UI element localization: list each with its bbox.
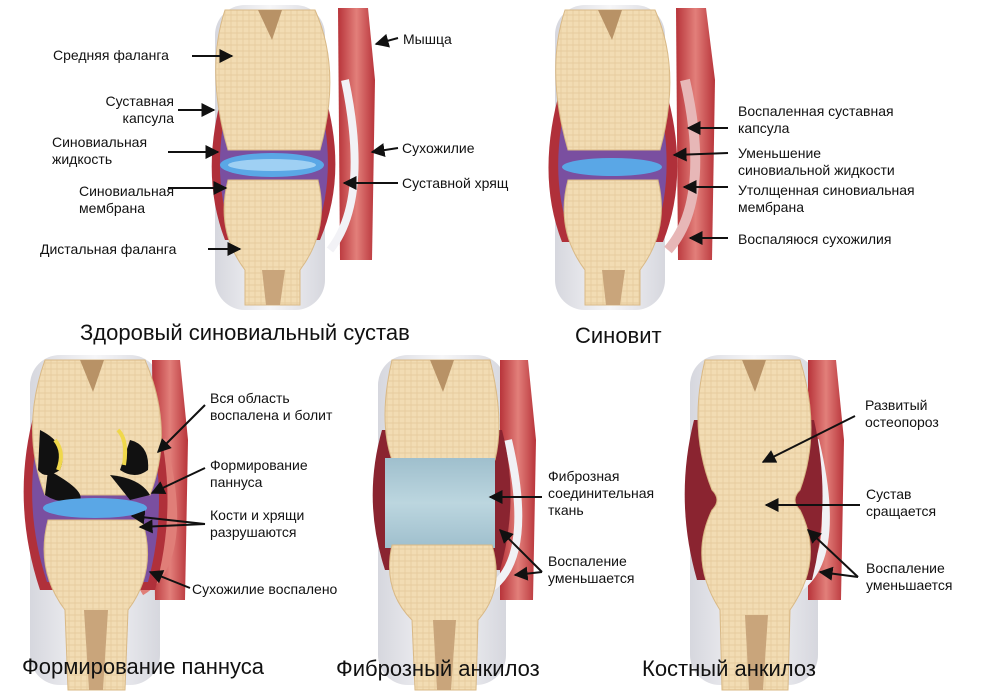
leader-arrows	[130, 33, 860, 589]
label-inflammation-decreasing-fibrous: Воспаление уменьшается	[548, 553, 635, 586]
label-fibrous-tissue: Фиброзная соединительная ткань	[548, 468, 655, 518]
label-joint-capsule: Суставная капсула	[105, 93, 174, 126]
caption-healthy: Здоровый синовиальный сустав	[80, 320, 410, 345]
label-reduced-fluid: Уменьшение синовиальной жидкости	[738, 145, 895, 178]
label-muscle: Мышца	[403, 31, 452, 47]
caption-pannus: Формирование паннуса	[22, 654, 264, 679]
caption-fibrous: Фиброзный анкилоз	[336, 656, 540, 681]
synovitis-joint-figure	[548, 5, 715, 310]
healthy-joint-figure	[211, 5, 375, 310]
label-inflammation-decreasing-bony: Воспаление уменьшается	[866, 560, 953, 593]
label-cartilage: Суставной хрящ	[402, 175, 509, 191]
label-distal-phalanx: Дистальная фаланга	[40, 241, 177, 257]
label-inflamed-capsule: Воспаленная суставная капсула	[738, 103, 894, 136]
caption-synovitis: Синовит	[575, 323, 662, 348]
label-synovial-membrane: Синовиальная мембрана	[79, 183, 175, 216]
label-synovial-fluid: Синовиальная жидкость	[52, 134, 148, 167]
label-tendon-inflamed: Сухожилие воспалено	[192, 581, 338, 597]
pannus-joint-figure	[23, 355, 188, 691]
label-osteoporosis: Развитый остеопороз	[865, 397, 939, 430]
label-thickened-membrane: Утолщенная синовиальная мембрана	[738, 182, 915, 215]
label-whole-area-inflamed: Вся область воспалена и болит	[210, 390, 333, 423]
label-middle-phalanx: Средняя фаланга	[53, 47, 169, 63]
label-joint-fuses: Сустав сращается	[866, 486, 937, 519]
label-tendon: Сухожилие	[402, 140, 475, 156]
caption-bony: Костный анкилоз	[642, 656, 816, 681]
label-bones-destroyed: Кости и хрящи разрушаются	[210, 507, 305, 540]
fibrous-ankylosis-figure	[372, 355, 536, 691]
bony-ankylosis-figure	[684, 355, 844, 691]
label-inflamed-tendons: Воспаляюся сухожилия	[738, 231, 892, 247]
label-pannus-forming: Формирование паннуса	[210, 457, 308, 490]
